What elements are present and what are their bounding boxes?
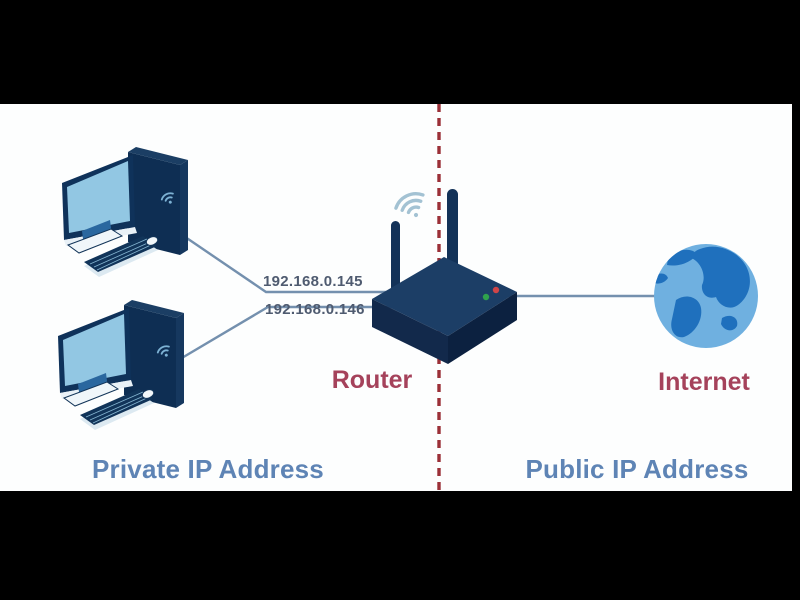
- ip-address-label-1: 192.168.0.145: [263, 273, 363, 290]
- internet-globe-icon: [654, 244, 758, 348]
- diagram-canvas: [0, 104, 792, 491]
- router-antenna-left: [391, 221, 400, 303]
- wifi-signal-icon: [394, 192, 425, 218]
- router-right-face: [448, 292, 517, 364]
- computer-1-icon: [61, 146, 189, 278]
- globe-continents: [654, 246, 750, 338]
- router-left-face: [372, 299, 448, 364]
- router-led-green: [482, 293, 490, 301]
- computer-2-icon: [57, 299, 185, 431]
- router-led-red: [492, 286, 500, 294]
- network-diagram: [57, 104, 758, 491]
- connection-line-computer1-router: [171, 227, 428, 294]
- letterbox-right-bar: [792, 0, 800, 600]
- router-antenna-right: [447, 189, 458, 277]
- letterbox-bottom-bar: [0, 491, 800, 600]
- ip-address-label-2: 192.168.0.146: [265, 301, 365, 318]
- router-label: Router: [331, 366, 413, 394]
- router-icon: [372, 189, 517, 364]
- private-zone-label: Private IP Address: [92, 454, 324, 484]
- router-top-face: [372, 257, 517, 336]
- letterbox-top-bar: [0, 0, 800, 104]
- public-zone-label: Public IP Address: [525, 454, 749, 484]
- internet-label: Internet: [658, 368, 750, 396]
